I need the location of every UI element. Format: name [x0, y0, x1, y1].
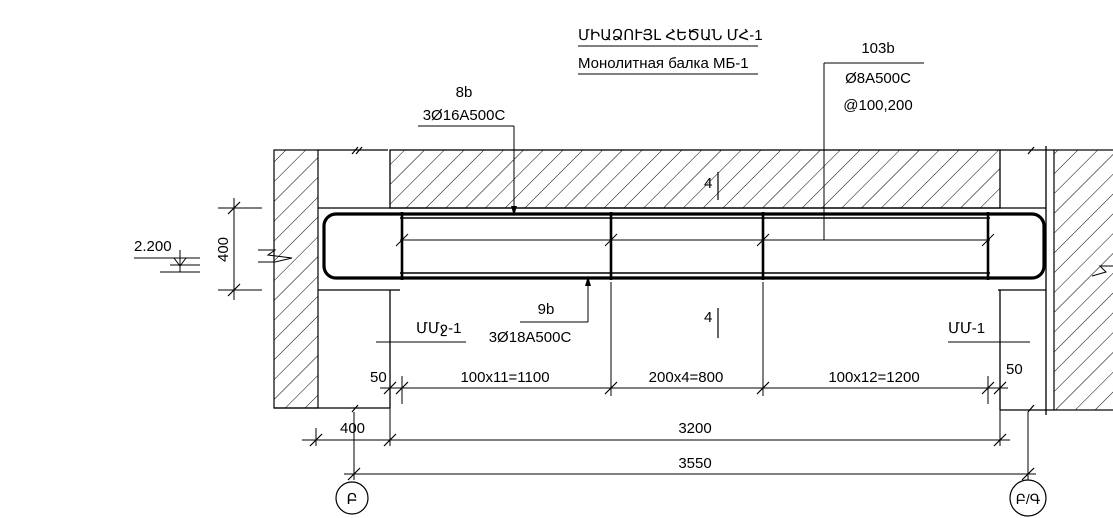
title-russian: Монолитная балка МБ-1 [578, 55, 749, 72]
height-value: 400 [215, 237, 232, 262]
spacing-segment-1: 100x11=1100 [460, 369, 549, 386]
bottom-rebar-position: 9b [538, 301, 555, 318]
section-numbers: 4 4 [704, 172, 719, 338]
total-dimension: 3550 [678, 455, 711, 472]
section-mark-right: ՄՄ-1 [948, 320, 985, 337]
title-block: ՄԻԱՁՈՒՅԼ ՀԵԾԱՆ ՄՀ-1 Монолитная балка МБ-… [578, 27, 763, 75]
stirrup-spec: Ø8A500C [845, 70, 911, 87]
axis-markers: Բ Բ/Գ [335, 479, 1047, 517]
spacing-dimension: 50 100x11=1100 200x4=800 100x12=1200 50 [370, 282, 1023, 404]
overall-dimensions: 400 3200 3550 [302, 408, 1036, 481]
bottom-rebar-spec: 3Ø18A500C [489, 329, 572, 346]
axis-label-right: Բ/Գ [1016, 491, 1041, 507]
inner-dimension: 3200 [678, 420, 711, 437]
section-number-upper: 4 [704, 175, 712, 192]
stirrup-spacing: @100,200 [843, 97, 912, 114]
stirrup-tick [756, 233, 770, 247]
wall-right-break [1091, 265, 1113, 277]
arrowhead [511, 206, 517, 216]
stirrup-tick [395, 233, 409, 247]
top-rebar-position: 8b [456, 84, 473, 101]
section-mark-left: ՄՄջ-1 [416, 320, 461, 337]
wall-right [1053, 149, 1113, 411]
axis-circle-right [1009, 479, 1047, 517]
wall-left [258, 149, 319, 409]
stirrup-position: 103b [861, 40, 894, 57]
section-number-lower: 4 [704, 309, 712, 326]
spacing-segment-2: 200x4=800 [649, 369, 724, 386]
right-cover-value: 50 [1006, 361, 1023, 378]
axis-circle-left [335, 481, 369, 515]
support-dimension: 400 [340, 420, 365, 437]
top-rebar-spec: 3Ø16A500C [423, 107, 506, 124]
wall-left-break [258, 249, 293, 263]
bottom-rebar-callout: 9b 3Ø18A500C [489, 276, 591, 346]
rebar-loop [322, 212, 1046, 280]
beam-body [318, 207, 1046, 291]
wall-right-hatch [1053, 149, 1113, 411]
title-armenian: ՄԻԱՁՈՒՅԼ ՀԵԾԱՆ ՄՀ-1 [578, 27, 763, 44]
slab-section [389, 149, 1001, 209]
level-mark: 2.200 [134, 238, 200, 273]
axis-label-left: Բ [347, 491, 358, 508]
rebar-cage [322, 212, 1046, 280]
stirrup-tick [604, 233, 618, 247]
level-value: 2.200 [134, 238, 172, 255]
height-dimension: 400 [215, 198, 262, 300]
arrowhead [585, 276, 591, 286]
top-rebar-callout: 8b 3Ø16A500C [418, 84, 517, 216]
stirrup-tick [981, 233, 995, 247]
section-marks: ՄՄջ-1 ՄՄ-1 [376, 320, 1030, 343]
stirrup-callout: 103b Ø8A500C @100,200 [823, 40, 924, 240]
spacing-segment-3: 100x12=1200 [828, 369, 919, 386]
left-cover-value: 50 [370, 369, 387, 386]
wall-left-hatch [273, 149, 319, 409]
